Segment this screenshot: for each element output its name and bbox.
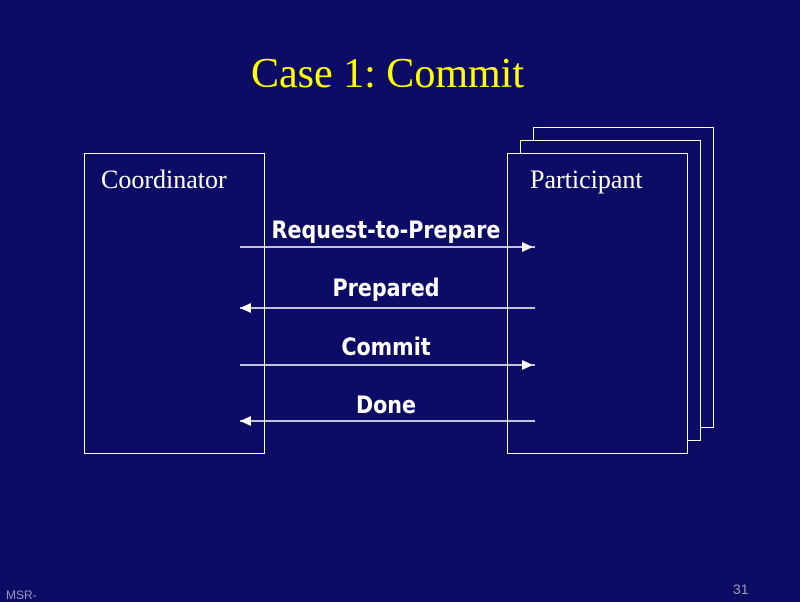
participant-label: Participant bbox=[530, 165, 643, 194]
message-label-done: Done bbox=[355, 391, 417, 419]
coordinator-box bbox=[84, 153, 265, 454]
participant-box bbox=[507, 153, 688, 454]
arrow-head-prepared bbox=[240, 303, 251, 313]
arrow-head-done bbox=[240, 416, 251, 426]
footer-left-text: MSR- bbox=[6, 588, 37, 602]
arrow-head-request-to-prepare bbox=[522, 242, 533, 252]
coordinator-label: Coordinator bbox=[101, 165, 227, 194]
slide-number: 31 bbox=[733, 581, 749, 597]
arrow-head-commit bbox=[522, 360, 533, 370]
message-label-prepared: Prepared bbox=[332, 274, 440, 302]
message-label-commit: Commit bbox=[341, 333, 431, 361]
message-label-request-to-prepare: Request-to-Prepare bbox=[271, 216, 501, 244]
slide-title: Case 1: Commit bbox=[251, 51, 524, 97]
